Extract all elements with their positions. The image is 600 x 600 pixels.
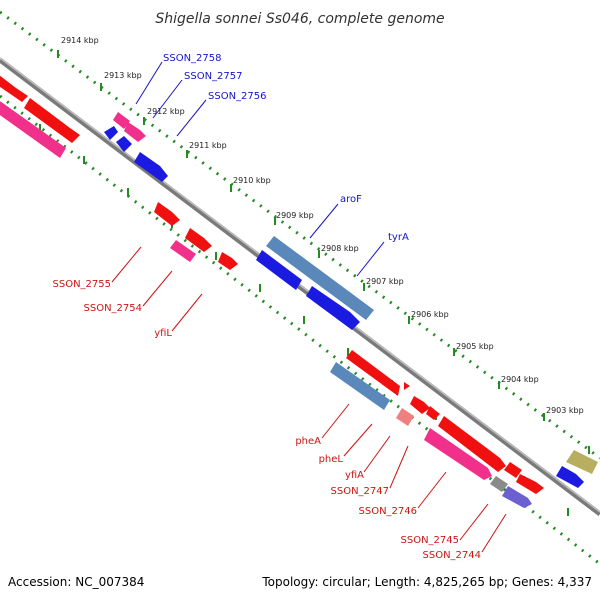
gene-pheL-arrow[interactable] [404, 382, 410, 390]
gene-label-sson-2744: SSON_2744 [423, 550, 482, 561]
gene-arrow-red[interactable] [0, 68, 28, 102]
gene-arrow-pink[interactable] [170, 240, 196, 262]
gene-arrow-pink[interactable] [0, 94, 66, 158]
gene-arrow-blue[interactable] [116, 136, 132, 152]
kbp-label-2907: 2907 kbp [366, 277, 404, 286]
gene-label-sson-2757: SSON_2757 [184, 71, 243, 82]
kbp-label-2909: 2909 kbp [276, 211, 314, 220]
gene-arrow-red[interactable] [24, 98, 80, 143]
kbp-label-2908: 2908 kbp [321, 244, 359, 253]
accession-text: Accession: NC_007384 [8, 575, 144, 589]
gene-label-arof: aroF [340, 194, 362, 205]
top-ruler-dotted-line [0, 10, 600, 460]
topology-text: Topology: circular; Length: 4,825,265 bp… [261, 575, 592, 589]
bottom-ruler-dotted-line [0, 94, 600, 566]
kbp-label-2904: 2904 kbp [501, 375, 539, 384]
genome-backbone-highlight [0, 57, 600, 513]
kbp-label-2903: 2903 kbp [546, 406, 584, 415]
gene-olive[interactable] [566, 450, 598, 474]
gene-yfiA[interactable] [396, 408, 414, 426]
gene-arrow-red[interactable] [185, 228, 212, 252]
gene-arrow-red[interactable] [346, 350, 400, 396]
gene-arrow-blue[interactable] [104, 126, 118, 140]
gene-label-yfia: yfiA [345, 470, 364, 481]
label-leader-lines [111, 61, 507, 553]
gene-arrow-pink[interactable] [124, 122, 146, 142]
gene-arrow-red[interactable] [218, 252, 238, 270]
kbp-label-2911: 2911 kbp [189, 141, 227, 150]
gene-arrow-pink[interactable] [424, 428, 492, 480]
gene-aroF[interactable] [266, 236, 374, 320]
gene-arrow-red[interactable] [154, 202, 180, 226]
gene-tyrA[interactable] [306, 286, 360, 330]
kbp-label-2914: 2914 kbp [61, 36, 99, 45]
forward-strand-genes [0, 68, 598, 494]
kbp-label-2913: 2913 kbp [104, 71, 142, 80]
gene-arrow-blue[interactable] [134, 152, 168, 182]
gene-violet[interactable] [502, 486, 532, 508]
gene-arrow-red[interactable] [438, 416, 506, 472]
gene-arrow-red[interactable] [504, 462, 522, 478]
gene-label-phea: pheA [295, 436, 321, 447]
gene-arrow-pink[interactable] [113, 112, 130, 129]
kbp-label-2910: 2910 kbp [233, 176, 271, 185]
gene-label-sson-2755: SSON_2755 [53, 279, 112, 290]
gene-arrow-blue[interactable] [256, 250, 302, 290]
gene-arrow-blue[interactable] [556, 466, 584, 488]
gene-label-sson-2746: SSON_2746 [359, 506, 418, 517]
reverse-strand-genes [0, 94, 584, 508]
gene-label-sson-2754: SSON_2754 [84, 303, 143, 314]
kbp-label-2912: 2912 kbp [147, 107, 185, 116]
kbp-label-2906: 2906 kbp [411, 310, 449, 319]
gene-gray[interactable] [490, 476, 508, 492]
gene-arrow-red[interactable] [426, 406, 440, 420]
gene-arrow-red[interactable] [410, 396, 430, 414]
gene-label-phel: pheL [319, 454, 344, 465]
genome-backbone [0, 58, 600, 516]
gene-arrow-red[interactable] [516, 474, 544, 494]
gene-label-sson-2758: SSON_2758 [163, 53, 222, 64]
gene-label-sson-2756: SSON_2756 [208, 91, 267, 102]
gene-label-sson-2745: SSON_2745 [401, 535, 460, 546]
gene-label-sson-2747: SSON_2747 [331, 486, 390, 497]
gene-label-tyra: tyrA [388, 232, 409, 243]
gene-label-yfil: yfiL [154, 328, 172, 339]
map-title: Shigella sonnei Ss046, complete genome [155, 11, 444, 27]
gene-pheA[interactable] [330, 362, 390, 410]
kbp-label-2905: 2905 kbp [456, 342, 494, 351]
